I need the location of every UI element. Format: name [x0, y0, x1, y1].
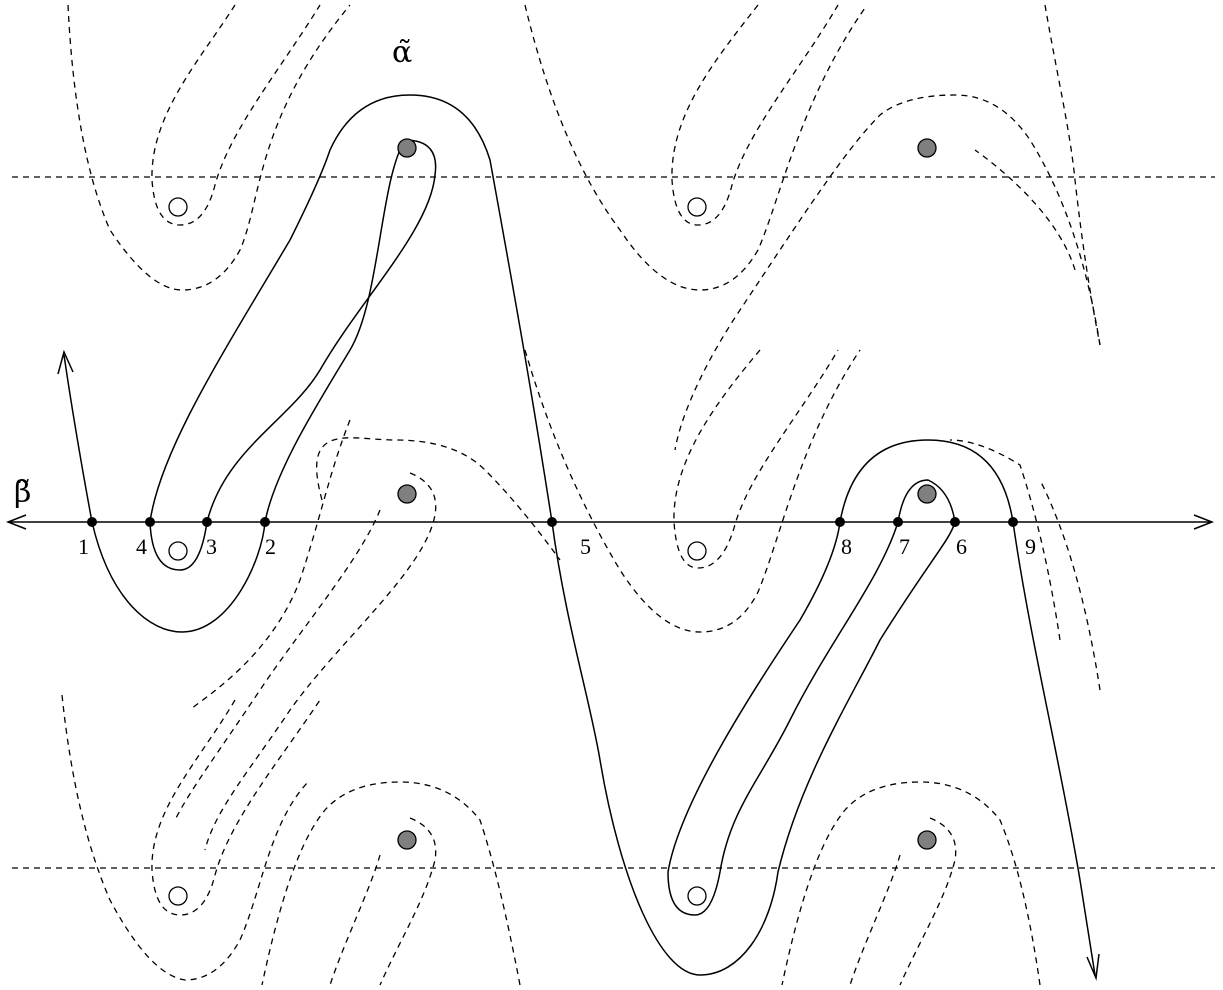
filled-puncture — [397, 484, 417, 504]
dashed-arc — [67, 4, 351, 291]
dashed-arc — [949, 439, 1061, 641]
intersection-point-7 — [893, 517, 903, 527]
dashed-arc — [189, 419, 351, 711]
alpha-curve-top-arrow — [57, 349, 74, 375]
intersection-point-1 — [87, 517, 97, 527]
intersection-point-9 — [1008, 517, 1018, 527]
dashed-arc — [674, 94, 1101, 451]
beta-axis-left-arrow — [5, 514, 27, 530]
dashed-arc — [151, 699, 321, 916]
dashed-arc — [673, 349, 839, 569]
dashed-arc — [151, 4, 321, 226]
open-puncture — [687, 541, 707, 561]
dashed-arc — [329, 854, 381, 986]
intersection-label-7: 7 — [899, 534, 910, 559]
intersection-label-1: 1 — [78, 534, 89, 559]
intersection-label-5: 5 — [580, 534, 591, 559]
intersection-label-8: 8 — [841, 534, 852, 559]
open-puncture — [687, 197, 707, 217]
dashed-arc — [316, 437, 561, 561]
intersection-point-2 — [260, 517, 270, 527]
intersection-point-4 — [145, 517, 155, 527]
dashed-arc — [1044, 4, 1101, 346]
beta-axis-right-arrow — [1193, 514, 1215, 530]
intersection-point-3 — [202, 517, 212, 527]
intersection-label-6: 6 — [956, 534, 967, 559]
dashed-arc — [524, 4, 868, 291]
open-puncture — [168, 886, 188, 906]
open-puncture — [168, 541, 188, 561]
dashed-arc — [204, 472, 437, 851]
dashed-arc — [849, 854, 901, 986]
intersection-point-5 — [547, 517, 557, 527]
intersection-point-8 — [835, 517, 845, 527]
beta-axis-label: β̃ — [14, 475, 31, 510]
filled-puncture — [917, 830, 937, 850]
dashed-arc — [261, 781, 521, 986]
intersection-label-2: 2 — [265, 534, 276, 559]
dashed-arc — [1039, 479, 1101, 691]
intersection-label-9: 9 — [1025, 534, 1036, 559]
alpha-curve-bottom-arrow — [1086, 953, 1100, 981]
dashed-arc — [781, 781, 1041, 986]
open-puncture — [687, 886, 707, 906]
intersection-label-4: 4 — [136, 534, 147, 559]
filled-puncture — [397, 830, 417, 850]
dashed-arc — [974, 149, 1076, 271]
filled-puncture — [397, 138, 417, 158]
filled-puncture — [917, 138, 937, 158]
intersection-label-3: 3 — [206, 534, 217, 559]
filled-puncture — [917, 484, 937, 504]
dashed-arc — [899, 817, 957, 986]
intersection-point-6 — [950, 517, 960, 527]
dashed-arc — [61, 694, 311, 981]
alpha-curve-label: α̃ — [392, 35, 412, 70]
open-puncture — [168, 197, 188, 217]
dashed-arc — [379, 817, 437, 986]
dashed-arc — [524, 349, 861, 633]
dashed-arc — [174, 509, 381, 821]
dashed-arc — [671, 4, 839, 226]
